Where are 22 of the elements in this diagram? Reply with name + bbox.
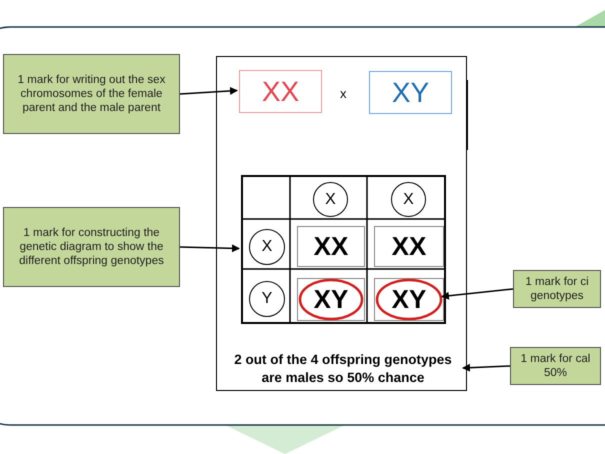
arrow xyxy=(180,86,238,95)
gamete-circle: X xyxy=(249,229,285,265)
gamete-circle: Y xyxy=(249,281,285,317)
answer-box xyxy=(216,56,467,391)
gamete-circle: X xyxy=(391,182,426,217)
genotype-cell: XY xyxy=(297,278,365,321)
genotype-box: XX xyxy=(239,70,322,113)
genotype-box: XY xyxy=(369,71,452,114)
conclusion-text: 2 out of the 4 offspring genotypes are males so 50% chance xyxy=(223,349,463,389)
mark-note: 1 mark for constructing the genetic diagram to show the different offspring genotypes xyxy=(3,207,180,287)
mark-note: 1 mark for cal 50% xyxy=(510,347,601,385)
cross-sign: x xyxy=(340,86,346,101)
punnett-square xyxy=(241,175,446,324)
genotype-cell: XX xyxy=(297,226,365,267)
genotype-cell: XY xyxy=(374,278,444,321)
arrow xyxy=(462,364,510,372)
mark-note: 1 mark for writing out the sex chromosomes of the female parent and the male parent xyxy=(3,54,180,134)
arrow xyxy=(441,288,514,300)
arrow xyxy=(180,244,240,252)
gamete-circle: X xyxy=(313,182,348,217)
mark-note: 1 mark for ci genotypes xyxy=(513,270,601,308)
genotype-cell: XX xyxy=(374,226,444,267)
